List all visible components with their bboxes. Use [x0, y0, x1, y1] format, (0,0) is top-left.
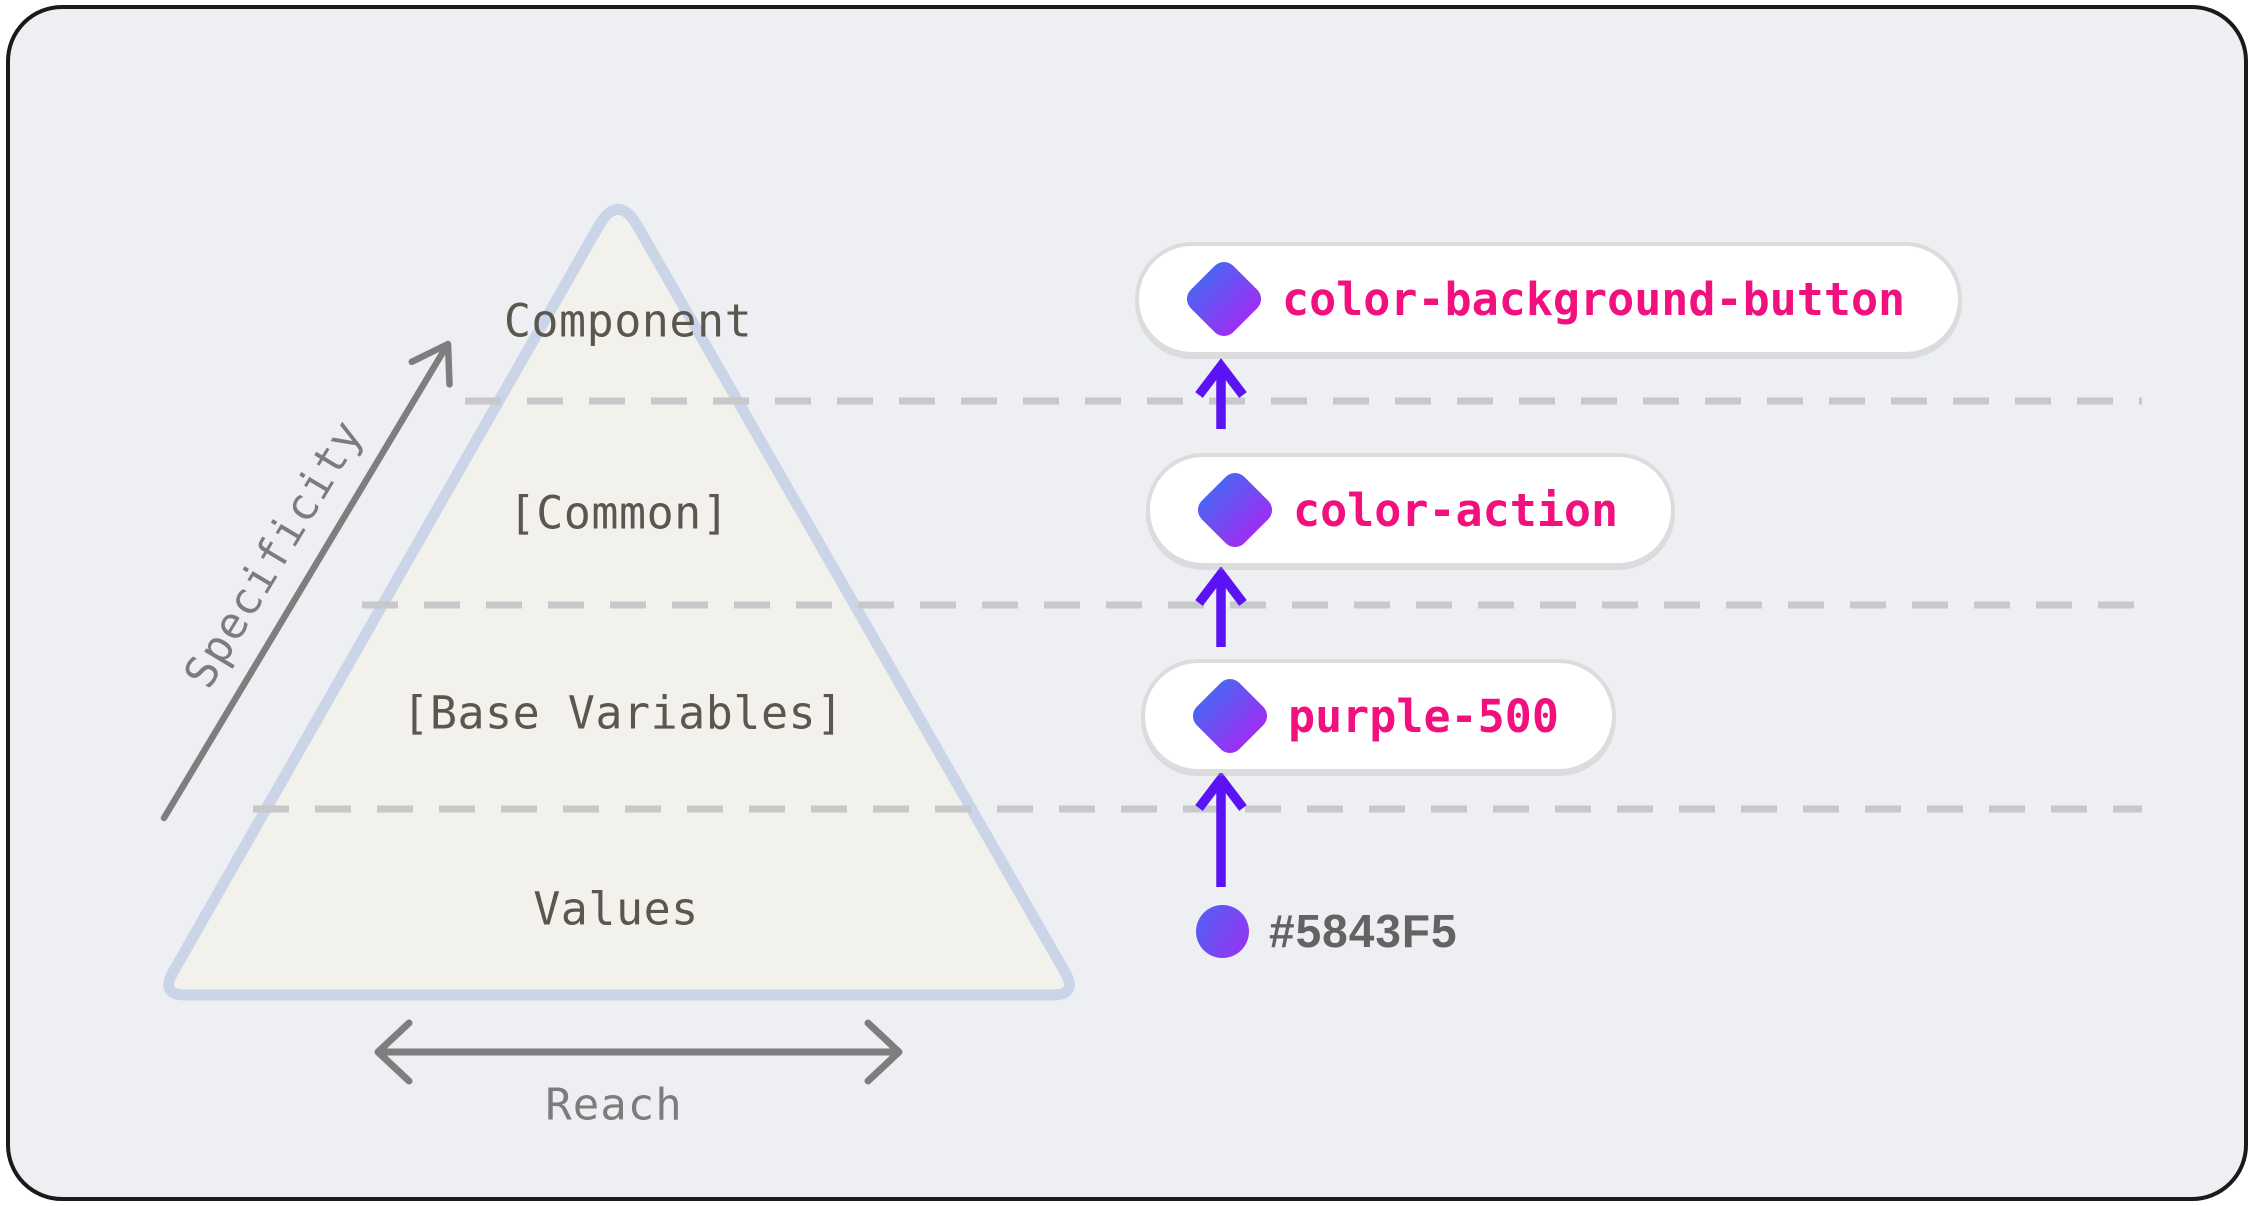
- diamond-gradient-icon: [1192, 467, 1278, 553]
- raw-value-row: #5843F5: [1196, 902, 1458, 960]
- hex-value-label: #5843F5: [1269, 905, 1458, 957]
- token-pill-color-action: color-action: [1146, 453, 1676, 567]
- token-pill-label: color-action: [1293, 483, 1619, 537]
- diamond-gradient-icon: [1181, 256, 1267, 342]
- circle-gradient-icon: [1196, 904, 1249, 958]
- token-pill-label: purple-500: [1288, 689, 1559, 743]
- specificity-axis-arrow-icon: [160, 340, 453, 822]
- diagram-card: Component [Common] [Base Variables] Valu…: [6, 5, 2248, 1201]
- reach-axis-arrow-icon: [374, 1019, 903, 1085]
- token-pill-color-background-button: color-background-button: [1135, 242, 1963, 356]
- reach-axis-label: Reach: [545, 1079, 683, 1131]
- mapping-arrow-common-icon: [1195, 566, 1247, 647]
- mapping-arrow-base-icon: [1195, 771, 1247, 887]
- mapping-arrow-component-icon: [1195, 358, 1247, 429]
- diagram-graphics: [160, 204, 2142, 1085]
- level-label-component: Component: [503, 294, 753, 348]
- diamond-gradient-icon: [1187, 673, 1273, 759]
- level-label-common: [Common]: [508, 486, 730, 540]
- token-pill-purple-500: purple-500: [1141, 659, 1616, 773]
- level-label-values: Values: [533, 882, 699, 936]
- level-label-base-variables: [Base Variables]: [402, 686, 844, 740]
- token-pill-label: color-background-button: [1282, 272, 1906, 326]
